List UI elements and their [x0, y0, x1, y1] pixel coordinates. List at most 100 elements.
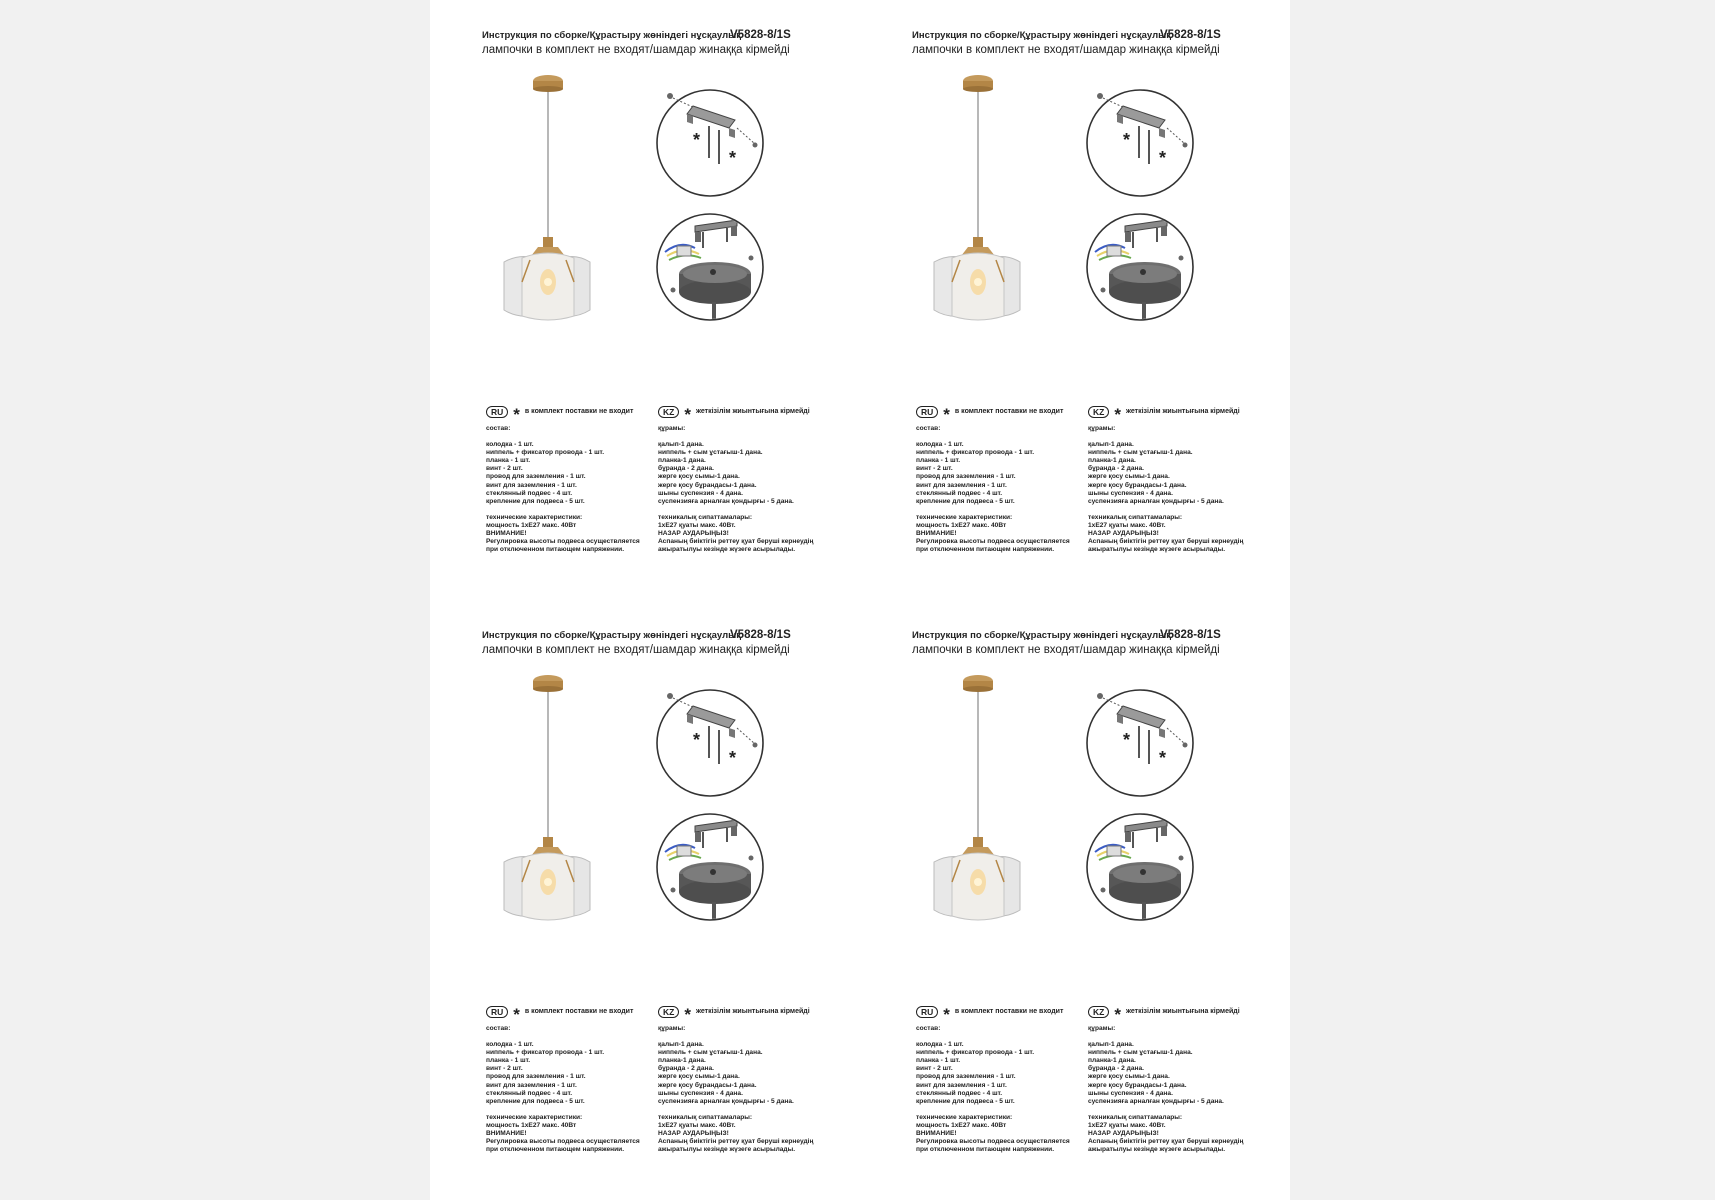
pendant-lamp-image — [933, 675, 1021, 921]
kz-tech-heading: техникалық сипаттамалары: — [658, 1113, 753, 1121]
list-item: планка - 1 шт. — [916, 1057, 961, 1065]
instruction-card: Инструкция по сборке/Құрастыру жөніндегі… — [860, 0, 1290, 600]
kz-warning-heading: НАЗАР АУДАРЫҢЫЗ! — [658, 530, 729, 538]
header-title: Инструкция по сборке/Құрастыру жөніндегі… — [912, 630, 1171, 641]
ru-warning-line: Регулировка высоты подвеса осуществляетс… — [916, 1138, 1070, 1146]
list-item: винт - 2 шт. — [916, 1065, 953, 1073]
screw-icon — [752, 742, 758, 748]
ru-language-badge: RU — [486, 1006, 509, 1018]
ru-instructions: RU * в комплект поставки не входит соста… — [486, 1005, 666, 1154]
kz-warning-line: Аспаның биіктігін реттеу қуат беруші кер… — [658, 538, 814, 546]
header-subtitle: лампочки в комплект не входят/шамдар жин… — [482, 44, 790, 56]
ru-power: мощность 1хЕ27 макс. 40Вт — [916, 1121, 1007, 1129]
list-item: жерге қосу бұрандасы-1 дана. — [658, 1081, 757, 1089]
kz-warning-heading: НАЗАР АУДАРЫҢЫЗ! — [1088, 1130, 1159, 1138]
star-icon: * — [943, 405, 950, 424]
star-mark: * — [1159, 148, 1166, 168]
ru-warning-line: при отключенном питающем напряжении. — [486, 546, 625, 554]
kz-power: 1хЕ27 қуаты макс. 40Вт. — [1088, 521, 1166, 529]
bracket-diagram-circle: * * — [656, 89, 764, 197]
star-mark: * — [693, 130, 700, 150]
list-item: суспензияға арналған қондырғы - 5 дана. — [658, 497, 794, 505]
star-icon: * — [943, 1005, 950, 1024]
ru-contents-heading: состав: — [916, 425, 941, 432]
screw-icon — [1097, 693, 1103, 699]
list-item: винт для заземления - 1 шт. — [916, 1081, 1007, 1089]
ru-warning-line: при отключенном питающем напряжении. — [916, 1146, 1055, 1154]
canopy-wiring-diagram-circle — [656, 813, 764, 921]
header-title: Инструкция по сборке/Құрастыру жөніндегі… — [912, 30, 1171, 41]
star-mark: * — [729, 748, 736, 768]
kz-instructions: KZ * жеткізілім жиынтығына кірмейді құра… — [658, 1005, 848, 1154]
list-item: крепление для подвеса - 5 шт. — [916, 497, 1015, 505]
list-item: планка - 1 шт. — [486, 457, 531, 465]
ru-power: мощность 1хЕ27 макс. 40Вт — [916, 521, 1007, 529]
screw-icon — [748, 255, 754, 261]
ru-tech-heading: технические характеристики: — [916, 513, 1013, 521]
list-item: ниппель + сым ұстағыш-1 дана. — [658, 449, 763, 457]
ru-instructions: RU * в комплект поставки не входит соста… — [916, 1005, 1096, 1154]
pendant-lamp-image — [933, 75, 1021, 321]
star-icon: * — [684, 1005, 691, 1024]
list-item: жерге қосу сымы-1 дана. — [1088, 1073, 1170, 1081]
star-icon: * — [1114, 405, 1121, 424]
screw-icon — [1182, 742, 1188, 748]
kz-contents-heading: құрамы: — [1088, 425, 1116, 432]
list-item: крепление для подвеса - 5 шт. — [486, 497, 585, 505]
bracket-diagram-circle: * * — [656, 689, 764, 797]
list-item: жерге қосу бұрандасы-1 дана. — [658, 481, 757, 489]
kz-tech-heading: техникалық сипаттамалары: — [1088, 513, 1183, 521]
star-icon: * — [1114, 1005, 1121, 1024]
canopy-wiring-diagram-circle — [1086, 813, 1194, 921]
list-item: планка-1 дана. — [1088, 457, 1136, 465]
list-item: планка-1 дана. — [658, 457, 706, 465]
header-subtitle: лампочки в комплект не входят/шамдар жин… — [482, 644, 790, 656]
screw-icon — [670, 287, 676, 293]
canopy-wiring-diagram-circle — [1086, 213, 1194, 321]
kz-warning-line: ажыратылуы кезінде жүзеге асырылады. — [658, 546, 796, 554]
list-item: жерге қосу бұрандасы-1 дана. — [1088, 481, 1187, 489]
list-item: ниппель + фиксатор провода - 1 шт. — [486, 449, 605, 457]
list-item: қалып-1 дана. — [1088, 441, 1134, 449]
ru-contents-heading: состав: — [486, 425, 511, 432]
ru-warning-heading: ВНИМАНИЕ! — [916, 1130, 957, 1138]
header-subtitle: лампочки в комплект не входят/шамдар жин… — [912, 644, 1220, 656]
list-item: винт для заземления - 1 шт. — [486, 1081, 577, 1089]
kz-note: жеткізілім жиынтығына кірмейді — [1125, 1007, 1240, 1015]
screw-icon — [667, 93, 673, 99]
screw-icon — [1100, 287, 1106, 293]
list-item: планка - 1 шт. — [486, 1057, 531, 1065]
list-item: суспензияға арналған қондырғы - 5 дана. — [658, 1097, 794, 1105]
ru-contents-heading: состав: — [486, 1025, 511, 1032]
ru-power: мощность 1хЕ27 макс. 40Вт — [486, 521, 577, 529]
list-item: ниппель + фиксатор провода - 1 шт. — [486, 1049, 605, 1057]
kz-contents-heading: құрамы: — [658, 1025, 686, 1032]
kz-warning-heading: НАЗАР АУДАРЫҢЫЗ! — [658, 1130, 729, 1138]
list-item: стеклянный подвес - 4 шт. — [486, 1089, 573, 1097]
list-item: жерге қосу бұрандасы-1 дана. — [1088, 1081, 1187, 1089]
model-number: V5828-8/1S — [1160, 629, 1221, 641]
list-item: провод для заземления - 1 шт. — [486, 473, 586, 481]
list-item: провод для заземления - 1 шт. — [916, 1073, 1016, 1081]
list-item: колодка - 1 шт. — [486, 1041, 534, 1049]
list-item: ниппель + сым ұстағыш-1 дана. — [1088, 449, 1193, 457]
list-item: шыны суспензия - 4 дана. — [1088, 1089, 1173, 1097]
ru-warning-heading: ВНИМАНИЕ! — [916, 530, 957, 538]
list-item: винт - 2 шт. — [486, 465, 523, 473]
list-item: планка - 1 шт. — [916, 457, 961, 465]
ru-tech-heading: технические характеристики: — [486, 1113, 583, 1121]
screw-icon — [667, 693, 673, 699]
screw-icon — [748, 855, 754, 861]
screw-icon — [752, 142, 758, 148]
ru-language-badge: RU — [486, 406, 509, 418]
list-item: колодка - 1 шт. — [916, 441, 964, 449]
kz-instructions: KZ * жеткізілім жиынтығына кірмейді құра… — [1088, 405, 1278, 554]
kz-power: 1хЕ27 қуаты макс. 40Вт. — [658, 521, 736, 529]
kz-warning-line: Аспаның биіктігін реттеу қуат беруші кер… — [1088, 538, 1244, 546]
kz-power: 1хЕ27 қуаты макс. 40Вт. — [1088, 1121, 1166, 1129]
kz-warning-heading: НАЗАР АУДАРЫҢЫЗ! — [1088, 530, 1159, 538]
kz-language-badge: KZ — [1088, 406, 1110, 418]
list-item: колодка - 1 шт. — [486, 441, 534, 449]
list-item: жерге қосу сымы-1 дана. — [658, 1073, 740, 1081]
instruction-sheet: Инструкция по сборке/Құрастыру жөніндегі… — [430, 0, 1290, 1200]
